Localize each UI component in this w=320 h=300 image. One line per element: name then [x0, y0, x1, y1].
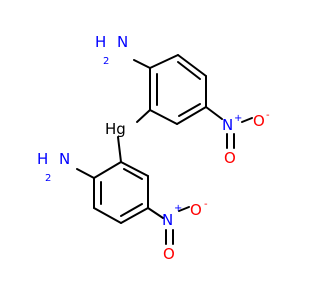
bond-n-o-single-bottom: [178, 206, 190, 212]
nitro-group-bottom: N + O - O: [162, 199, 208, 263]
lower-benzene-ring: [93, 161, 149, 224]
atom-labels: Hg H N 2 H N 2 N + O - O: [37, 33, 270, 263]
amine-bottom-h-count: 2: [45, 173, 51, 184]
nitro-group-top: N + O - O: [222, 110, 270, 167]
double-bond-c5-c6-inner: [177, 61, 201, 80]
bond-c6-c1: [149, 54, 179, 69]
amine-top-n: N: [117, 33, 128, 51]
bond-c2-c3: [149, 109, 178, 125]
amine-bottom-h: H: [37, 150, 48, 168]
nitro-bottom-n: N: [162, 211, 173, 229]
bond-c10-c11: [93, 207, 122, 224]
bond-c9-c10: [120, 207, 149, 224]
nitro-bottom-plus-charge: +: [174, 203, 182, 214]
nitro-top-minus-charge: -: [266, 110, 270, 121]
amine-group-bottom: H N 2: [37, 150, 70, 184]
bond-c12-c7: [93, 161, 122, 179]
upper-benzene-ring: [149, 54, 207, 125]
amine-group-top: H N 2: [95, 33, 128, 67]
bond-c4-nitro: [205, 106, 223, 120]
mercury-atom: Hg: [105, 120, 126, 138]
bond-n-o-single-top: [241, 117, 253, 123]
bond-c3-c4: [176, 106, 207, 125]
bond-c2-hg: [136, 109, 151, 123]
bond-c7-c8: [120, 161, 149, 177]
double-bond-c7-c8-inner: [123, 168, 143, 180]
amine-bottom-n: N: [59, 150, 70, 168]
bond-c1-nh2: [133, 59, 151, 69]
molecule-canvas: Hg H N 2 H N 2 N + O - O: [37, 33, 270, 263]
double-bond-c3-c4-inner: [178, 103, 201, 117]
nitro-bottom-o-single: O: [190, 201, 202, 219]
nitro-top-o-single: O: [253, 112, 265, 130]
nitro-bottom-o-double: O: [163, 245, 175, 263]
bond-c9-nitro: [147, 207, 164, 219]
nitro-top-o-double: O: [224, 149, 236, 167]
nitro-top-plus-charge: +: [234, 113, 242, 124]
double-bond-c9-c10-inner: [120, 203, 143, 217]
bond-c5-c6: [177, 54, 207, 77]
nitro-bonds: [165, 117, 253, 245]
bond-c12-nh2: [76, 168, 95, 179]
molecule-structure-diagram: Hg H N 2 H N 2 N + O - O: [37, 33, 270, 263]
bond-hg-c7: [117, 136, 122, 163]
nitro-top-n: N: [222, 116, 233, 134]
amine-top-h-count: 2: [103, 56, 109, 67]
substituent-bonds: [76, 59, 223, 219]
nitro-bottom-minus-charge: -: [204, 199, 208, 210]
amine-top-h: H: [95, 33, 106, 51]
